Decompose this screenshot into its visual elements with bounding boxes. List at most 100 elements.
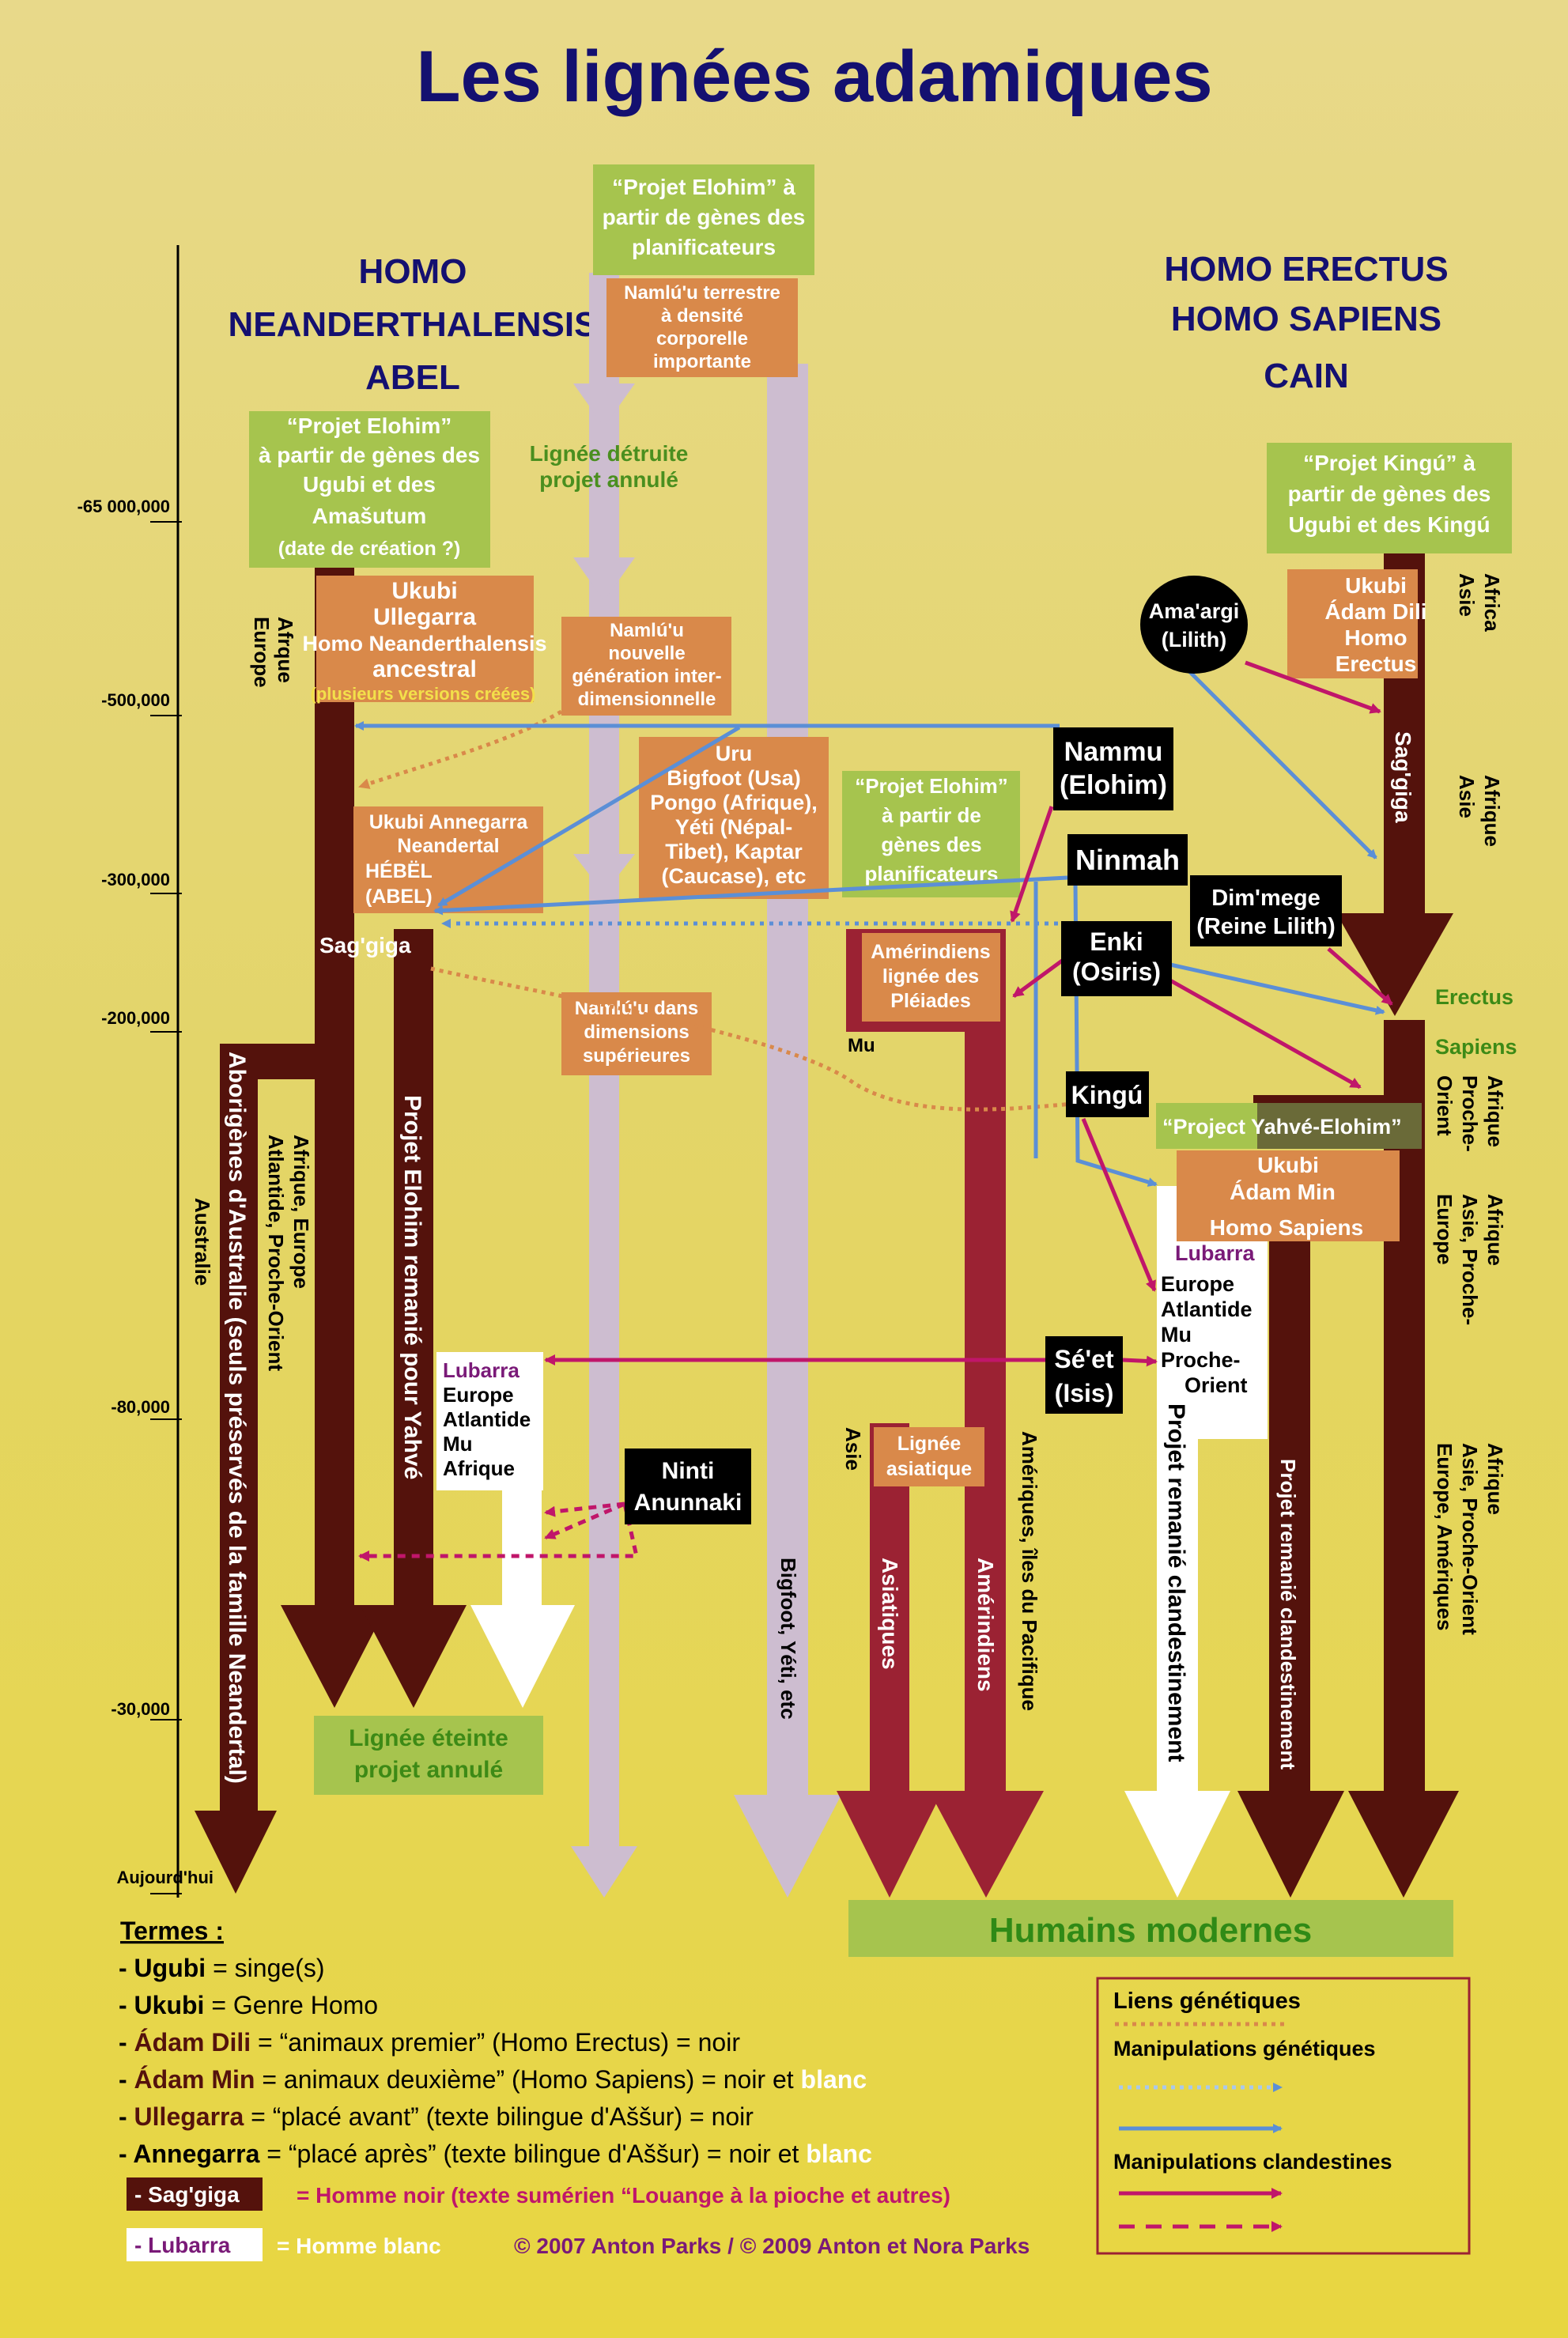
- left-project-line: (date de création ?): [278, 538, 461, 560]
- enki-line: (Osiris): [1072, 957, 1161, 986]
- ullegarra-line: Homo Neanderthalensis: [302, 632, 546, 655]
- term-def: = singe(s): [206, 1954, 324, 1982]
- left-saggiga: Sag'giga: [319, 933, 411, 957]
- namlu-new-line: dimensionnelle: [578, 689, 716, 710]
- clandestin-brown-label: Projet remanié clandestinement: [1276, 1459, 1300, 1770]
- sapiens-label: Sapiens: [1435, 1035, 1517, 1059]
- term-def: = “placé avant” (texte bilingue d'Aššur)…: [244, 2102, 754, 2131]
- left-header: HOMO NEANDERTHALENSIS ABEL: [229, 252, 598, 397]
- adam-dili-line: Ukubi: [1345, 573, 1407, 598]
- ninmah-label: Ninmah: [1075, 844, 1180, 876]
- namlu-dims-line: dimensions: [584, 1022, 689, 1043]
- clandestine-manip: [1327, 947, 1393, 1006]
- elohim-project-line: partir de gènes des: [603, 205, 806, 229]
- asiatiques-label: Asiatiques: [878, 1558, 902, 1670]
- term-def: = animaux deuxième” (Homo Sapiens) = noi…: [255, 2065, 800, 2094]
- lubarra-left-line: Atlantide: [443, 1407, 531, 1431]
- saggiga-swatch: [127, 2177, 263, 2211]
- bigfoot-label: Bigfoot, Yéti, etc: [776, 1558, 800, 1720]
- nammu-line: Nammu: [1064, 737, 1163, 767]
- actor-seet: Sé'et (Isis): [1045, 1336, 1123, 1414]
- amerindiens-vert-label: Amérindiens: [973, 1558, 998, 1692]
- project2-line: gènes des: [881, 833, 981, 856]
- ukubi-ullegarra-box: [316, 576, 534, 702]
- timeline-label: -300,000: [101, 870, 170, 889]
- aborigenes-label: Aborigènes d'Australie (seuls préservés …: [224, 1052, 250, 1784]
- legend-box: [1096, 1977, 1471, 2255]
- final-region-line: Asie, Proche-Orient: [1458, 1443, 1482, 1635]
- svg-text:- Ullegarra = “placé avant” (t: - Ullegarra = “placé avant” (texte bilin…: [119, 2102, 754, 2131]
- afrique-po-line: Proche-: [1458, 1075, 1482, 1152]
- annegarra-line: Ukubi Annegarra: [369, 811, 529, 833]
- clandestine-manip: [1081, 1118, 1157, 1292]
- genetic-manip-solid: [1169, 962, 1385, 1015]
- africa-asie-line: Asie: [1455, 573, 1479, 617]
- amerindian-lineage: [837, 929, 1044, 1898]
- legend-title: Liens génétiques: [1113, 1989, 1301, 2014]
- amerindiens-box: [862, 933, 1000, 1022]
- remanie-label: Projet Elohim remanié pour Yahvé: [399, 1095, 425, 1479]
- ninti-line: Ninti: [662, 1458, 715, 1484]
- namlu-box: [606, 278, 798, 377]
- adam-dili-box: [1287, 569, 1418, 678]
- namlu-dims-line: supérieures: [583, 1045, 690, 1067]
- asie-label: Asie: [841, 1427, 865, 1471]
- annegarra-line: HÉBËL: [365, 859, 433, 882]
- project2-box: [842, 771, 1020, 897]
- adam-dili-line: Homo: [1344, 625, 1407, 650]
- term-name: Ukubi: [134, 1991, 205, 2019]
- svg-text:- Ádam Min = animaux deuxième”: - Ádam Min = animaux deuxième” (Homo Sap…: [119, 2065, 867, 2094]
- terms-section: Termes : - Ugubi = singe(s) - Ukubi = Ge…: [119, 1917, 1030, 2261]
- timeline-label: -65 000,000: [77, 497, 170, 516]
- lubarra-swatch-label: - Lubarra: [134, 2233, 231, 2257]
- lubarra-left-box: [436, 1352, 543, 1490]
- uru-box: [639, 737, 829, 899]
- legend-manip: Manipulations génétiques: [1113, 2037, 1376, 2060]
- modern-humans-label: Humains modernes: [989, 1911, 1312, 1950]
- ullegarra-line: ancestral: [372, 656, 477, 682]
- erectus-label: Erectus: [1435, 985, 1513, 1009]
- final-region-line: Europe, Amériques: [1433, 1443, 1457, 1630]
- elohim-project-box: [593, 164, 814, 275]
- yahve-label: “Project Yahvé-Elohim”: [1162, 1115, 1402, 1139]
- left-project-line: Ugubi et des: [303, 472, 436, 497]
- left-project-line: “Projet Elohim”: [287, 414, 452, 438]
- lubarra-left-line: Europe: [443, 1383, 514, 1407]
- copyright: © 2007 Anton Parks / © 2009 Anton et Nor…: [514, 2234, 1030, 2258]
- destroyed-line: Lignée détruite: [530, 441, 689, 466]
- project2-line: “Projet Elohim”: [855, 774, 1008, 798]
- dimmege-line: Dim'mege: [1211, 886, 1320, 911]
- left-project-box: [249, 411, 490, 568]
- actor-amaargi: Ama'argi (Lilith): [1140, 576, 1248, 674]
- dimmege-line: (Reine Lilith): [1196, 914, 1336, 939]
- left-project-line: à partir de gènes des: [259, 443, 480, 467]
- uru-line: Uru: [716, 742, 753, 765]
- modern-humans-box: [848, 1900, 1453, 1957]
- term-white: blanc: [806, 2140, 872, 2168]
- asiatique-box: [874, 1427, 984, 1486]
- term-name: Ullegarra: [134, 2102, 244, 2131]
- right-header: HOMO ERECTUS HOMO SAPIENS CAIN: [1164, 250, 1448, 395]
- afrique-atl-line: Afrique, Europe: [289, 1135, 313, 1289]
- genetic-link: [430, 966, 1084, 1112]
- lubarra-left-title: Lubarra: [443, 1358, 520, 1382]
- term-name: Ugubi: [134, 1954, 206, 1982]
- namlu-new-line: nouvelle: [608, 643, 685, 664]
- lubarra-def: = Homme blanc: [277, 2234, 441, 2258]
- namlu-line: à densité: [661, 305, 743, 327]
- svg-text:- Annegarra = “placé après” (t: - Annegarra = “placé après” (texte bilin…: [119, 2140, 872, 2168]
- amerindiens-line: Amérindiens: [871, 941, 990, 963]
- page-title: Les lignées adamiques: [416, 36, 1212, 117]
- genetic-manip-solid: [437, 725, 741, 908]
- amaargi-line: (Lilith): [1162, 628, 1226, 652]
- genetic-manip-solid: [433, 875, 1068, 916]
- timeline: -65 000,000 -500,000 -300,000 -200,000 -…: [77, 245, 213, 1898]
- clandestine-manip: [1010, 806, 1054, 923]
- clandestine-manip: [1012, 954, 1069, 999]
- afrique-po-line: Orient: [1433, 1075, 1457, 1136]
- left-header-line: NEANDERTHALENSIS: [229, 305, 598, 344]
- final-region-line: Afrique: [1483, 1443, 1507, 1515]
- seet-line: (Isis): [1055, 1379, 1114, 1407]
- left-project-line: Amašutum: [312, 504, 427, 528]
